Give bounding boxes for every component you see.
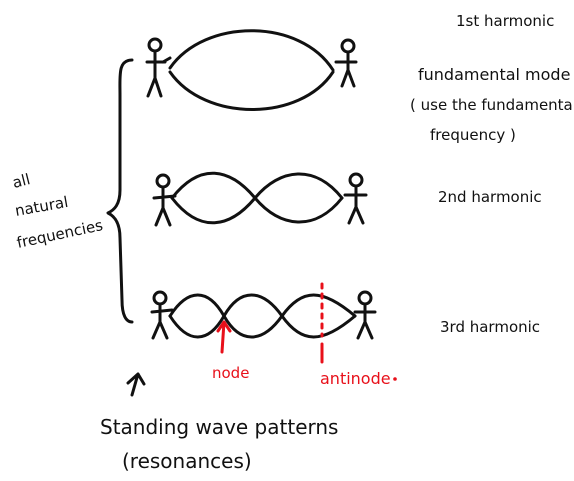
side-label-all: all <box>11 170 32 192</box>
wave-1-lower-arc <box>168 70 335 111</box>
stick-figure-right-2 <box>343 172 368 225</box>
wave-3-strand-a <box>168 293 357 339</box>
antinode-label: antinode <box>320 369 391 388</box>
caption-line2: (resonances) <box>122 449 252 473</box>
node-label: node <box>212 364 249 382</box>
caption-arrow <box>126 372 146 397</box>
stick-figure-right-3 <box>353 290 377 340</box>
side-label-natural: natural <box>14 193 70 220</box>
harmonic-3-group <box>150 290 377 340</box>
harmonic-2-label: 2nd harmonic <box>438 188 542 206</box>
harmonic-1-group <box>145 29 358 111</box>
stick-figure-left-3 <box>150 290 174 340</box>
stick-figure-left-2 <box>152 173 177 227</box>
wave-3-strand-b <box>168 293 357 339</box>
harmonic-2-group <box>152 171 368 227</box>
harmonic-3-label: 3rd harmonic <box>440 318 540 336</box>
side-label-frequencies: frequencies <box>15 216 105 252</box>
wave-1-upper-arc <box>168 29 335 72</box>
stick-figure-left-1 <box>145 37 172 98</box>
node-arrow <box>216 320 232 354</box>
caption-line1: Standing wave patterns <box>100 415 338 439</box>
fundamental-note-line1: ( use the fundamental <box>410 96 574 114</box>
harmonic-1-label: 1st harmonic <box>456 12 554 30</box>
fundamental-note-line2: frequency ) <box>430 126 516 144</box>
wave-2-strand-b <box>170 172 344 225</box>
fundamental-mode-label: fundamental mode <box>418 65 570 84</box>
stick-figure-right-1 <box>334 38 358 88</box>
red-dot <box>393 377 397 381</box>
curly-brace <box>106 58 134 324</box>
